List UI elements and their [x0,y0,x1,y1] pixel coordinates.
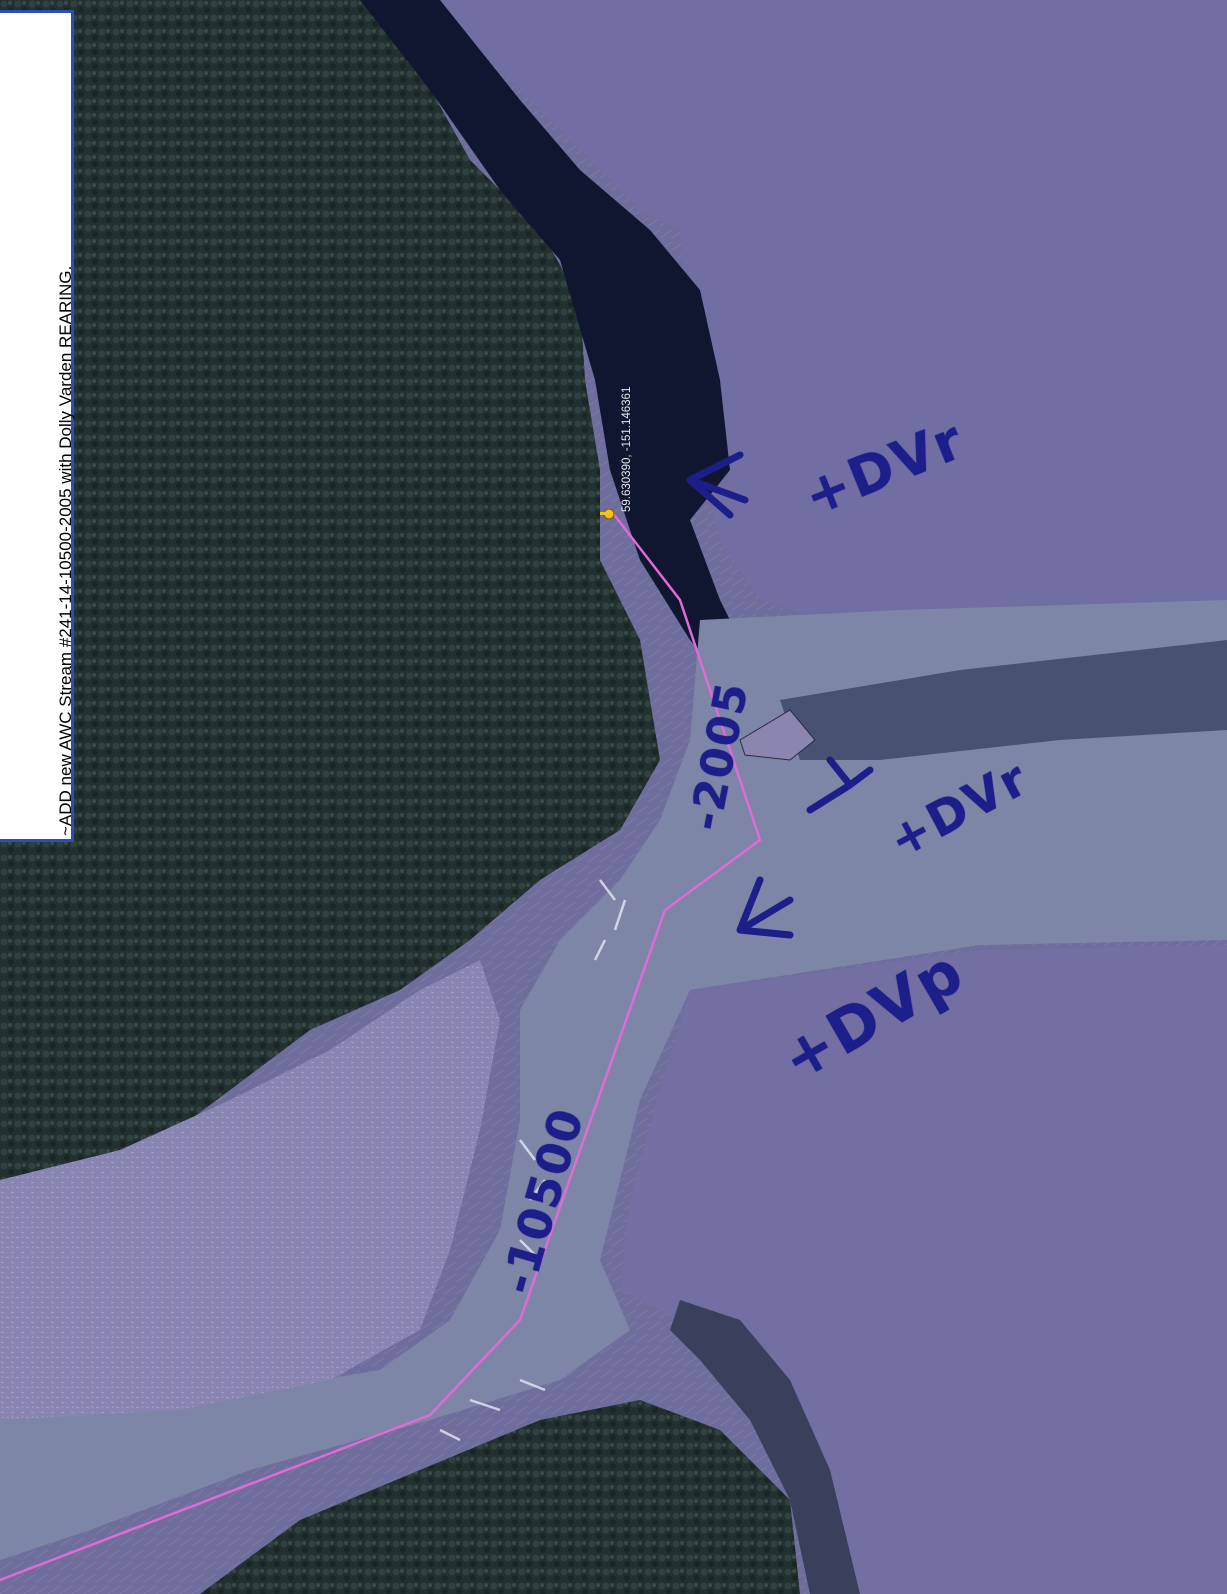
arrow-icon [806,756,874,814]
river-channel [0,600,1227,1560]
arrow-icon [686,451,749,519]
stream-route-line [0,511,762,1582]
note-box [0,10,74,842]
placemark-pin-icon[interactable] [600,508,615,520]
forest-area-lower [200,1400,800,1594]
river-shadow [780,640,1227,760]
gravel-bar-right [620,945,1227,1594]
deep-channel [360,0,760,700]
gravel-island [739,709,816,761]
gravel-bar-left [0,960,500,1420]
side-creek [670,1300,860,1594]
forest-area [0,0,660,1180]
arrow-icon [736,876,794,939]
upper-slope [430,0,1227,640]
riffles [439,879,627,1442]
